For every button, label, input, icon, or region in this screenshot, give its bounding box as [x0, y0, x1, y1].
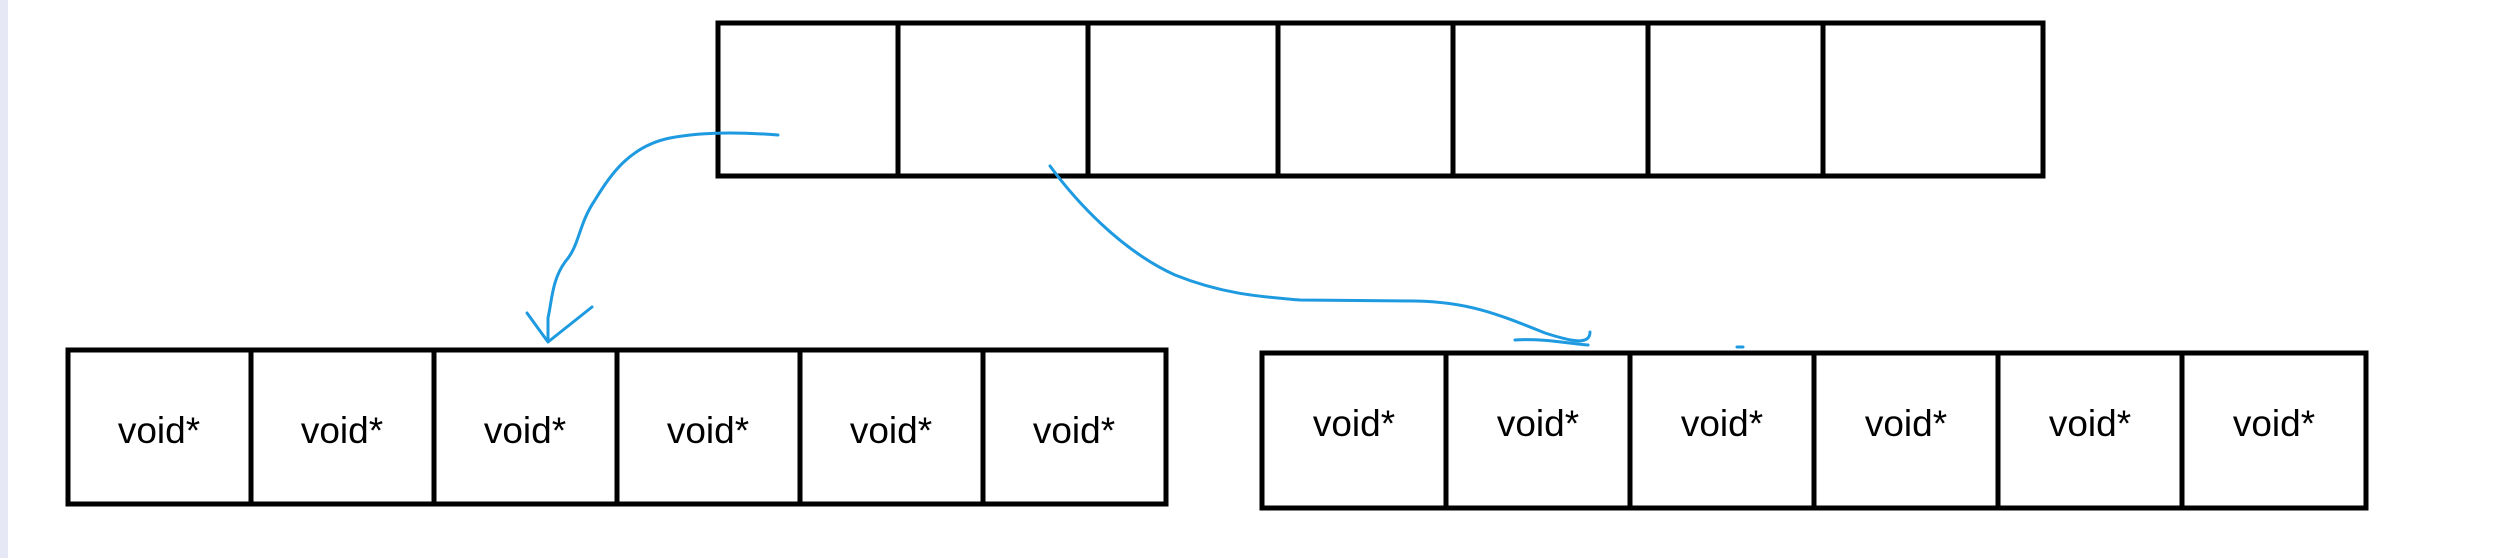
- right-array-cell: [2179, 350, 2369, 511]
- right-cell-label: void*: [1681, 403, 1763, 444]
- left-array-cell: [65, 347, 254, 507]
- right-array-cell: [1627, 350, 1817, 511]
- left-array-cell: [980, 347, 1169, 507]
- right-cell-label: void*: [1865, 403, 1947, 444]
- right-array-cell: [1443, 350, 1633, 511]
- left-cell-label: void*: [667, 410, 749, 451]
- left-edge-strip: [0, 0, 8, 558]
- top-array-cell: [1275, 20, 1456, 179]
- left-array-cell: [797, 347, 986, 507]
- pointer-arrows: [525, 131, 1745, 349]
- pointer-arrow-left: [546, 131, 780, 342]
- top-array: [715, 20, 2046, 179]
- right-array-cell: [1811, 350, 2001, 511]
- left-cell-label: void*: [301, 410, 383, 451]
- top-array-cell: [1645, 20, 1826, 179]
- right-cell-label: void*: [2049, 403, 2131, 444]
- top-array-cell: [895, 20, 1091, 179]
- left-array: void* void* void* void* void* void*: [65, 347, 1169, 507]
- pointer-arrow-right: [1048, 164, 1592, 343]
- arrowhead-right: [1513, 338, 1590, 347]
- top-array-cell: [715, 20, 901, 179]
- left-array-cell: [248, 347, 437, 507]
- left-cell-label: void*: [1033, 410, 1115, 451]
- right-array-cell: [1259, 350, 1449, 511]
- left-cell-label: void*: [850, 410, 932, 451]
- arrowhead-left: [525, 305, 594, 344]
- right-array: void* void* void* void* void* void*: [1259, 350, 2369, 511]
- right-cell-label: void*: [1497, 403, 1579, 444]
- top-array-cell: [1450, 20, 1651, 179]
- left-array-cell: [431, 347, 620, 507]
- left-cell-label: void*: [118, 410, 200, 451]
- top-array-cell: [1820, 20, 2046, 179]
- left-cell-label: void*: [484, 410, 566, 451]
- right-cell-label: void*: [1313, 403, 1395, 444]
- top-array-cell: [1085, 20, 1281, 179]
- right-cell-label: void*: [2233, 403, 2315, 444]
